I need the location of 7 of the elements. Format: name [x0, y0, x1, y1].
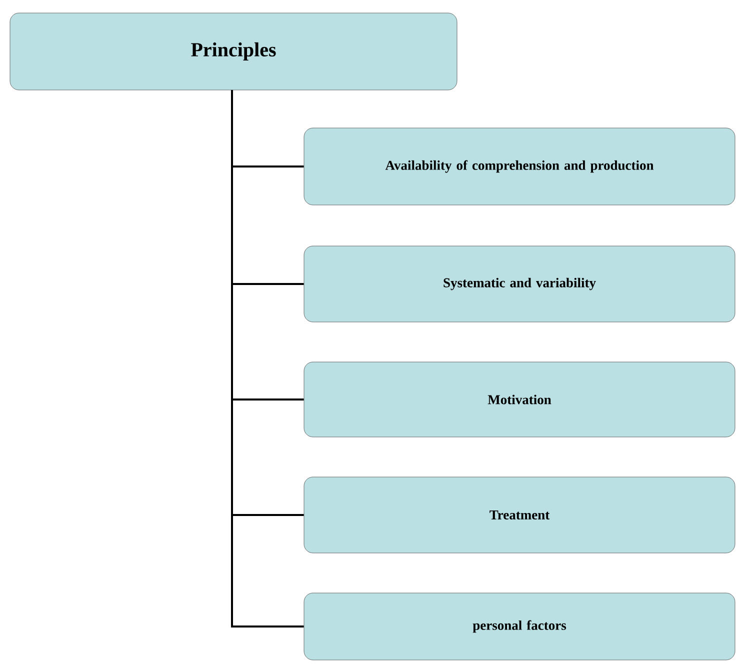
principle-box: Treatment	[304, 476, 736, 554]
principle-box: personal factors	[304, 592, 736, 660]
principle-box: Systematic and variability	[304, 246, 736, 322]
root-box: Principles	[10, 12, 458, 90]
principle-box: Motivation	[304, 362, 736, 438]
principle-box: Availability of comprehension and production	[304, 128, 736, 206]
connector-line	[231, 90, 304, 628]
